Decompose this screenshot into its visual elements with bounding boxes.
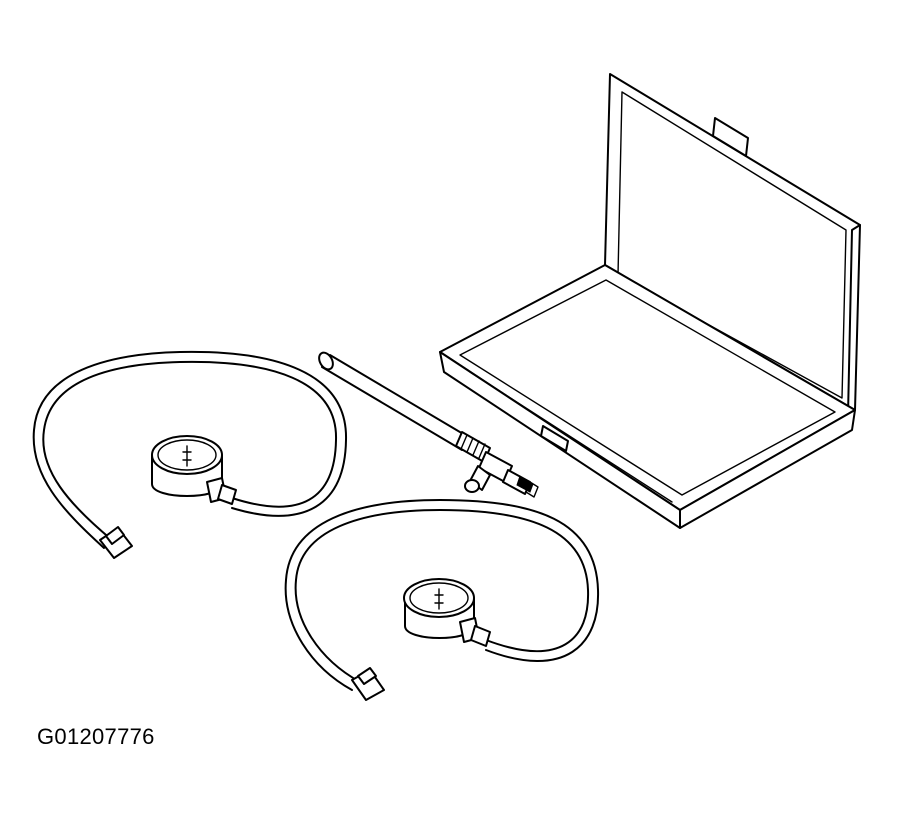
pressure-gauge-right bbox=[284, 499, 600, 701]
figure-id-label: G01207776 bbox=[37, 724, 155, 749]
gauge-hose-right bbox=[294, 509, 590, 683]
adapter-hose-assembly bbox=[318, 351, 539, 498]
gauge-hose-left bbox=[42, 360, 338, 541]
pressure-gauge-left bbox=[32, 350, 348, 559]
carrying-case bbox=[439, 73, 861, 529]
case-latch-tab bbox=[712, 117, 749, 157]
case-lid-inner-border bbox=[617, 91, 847, 399]
case-base-tray bbox=[459, 279, 836, 496]
case-latch bbox=[540, 425, 569, 452]
